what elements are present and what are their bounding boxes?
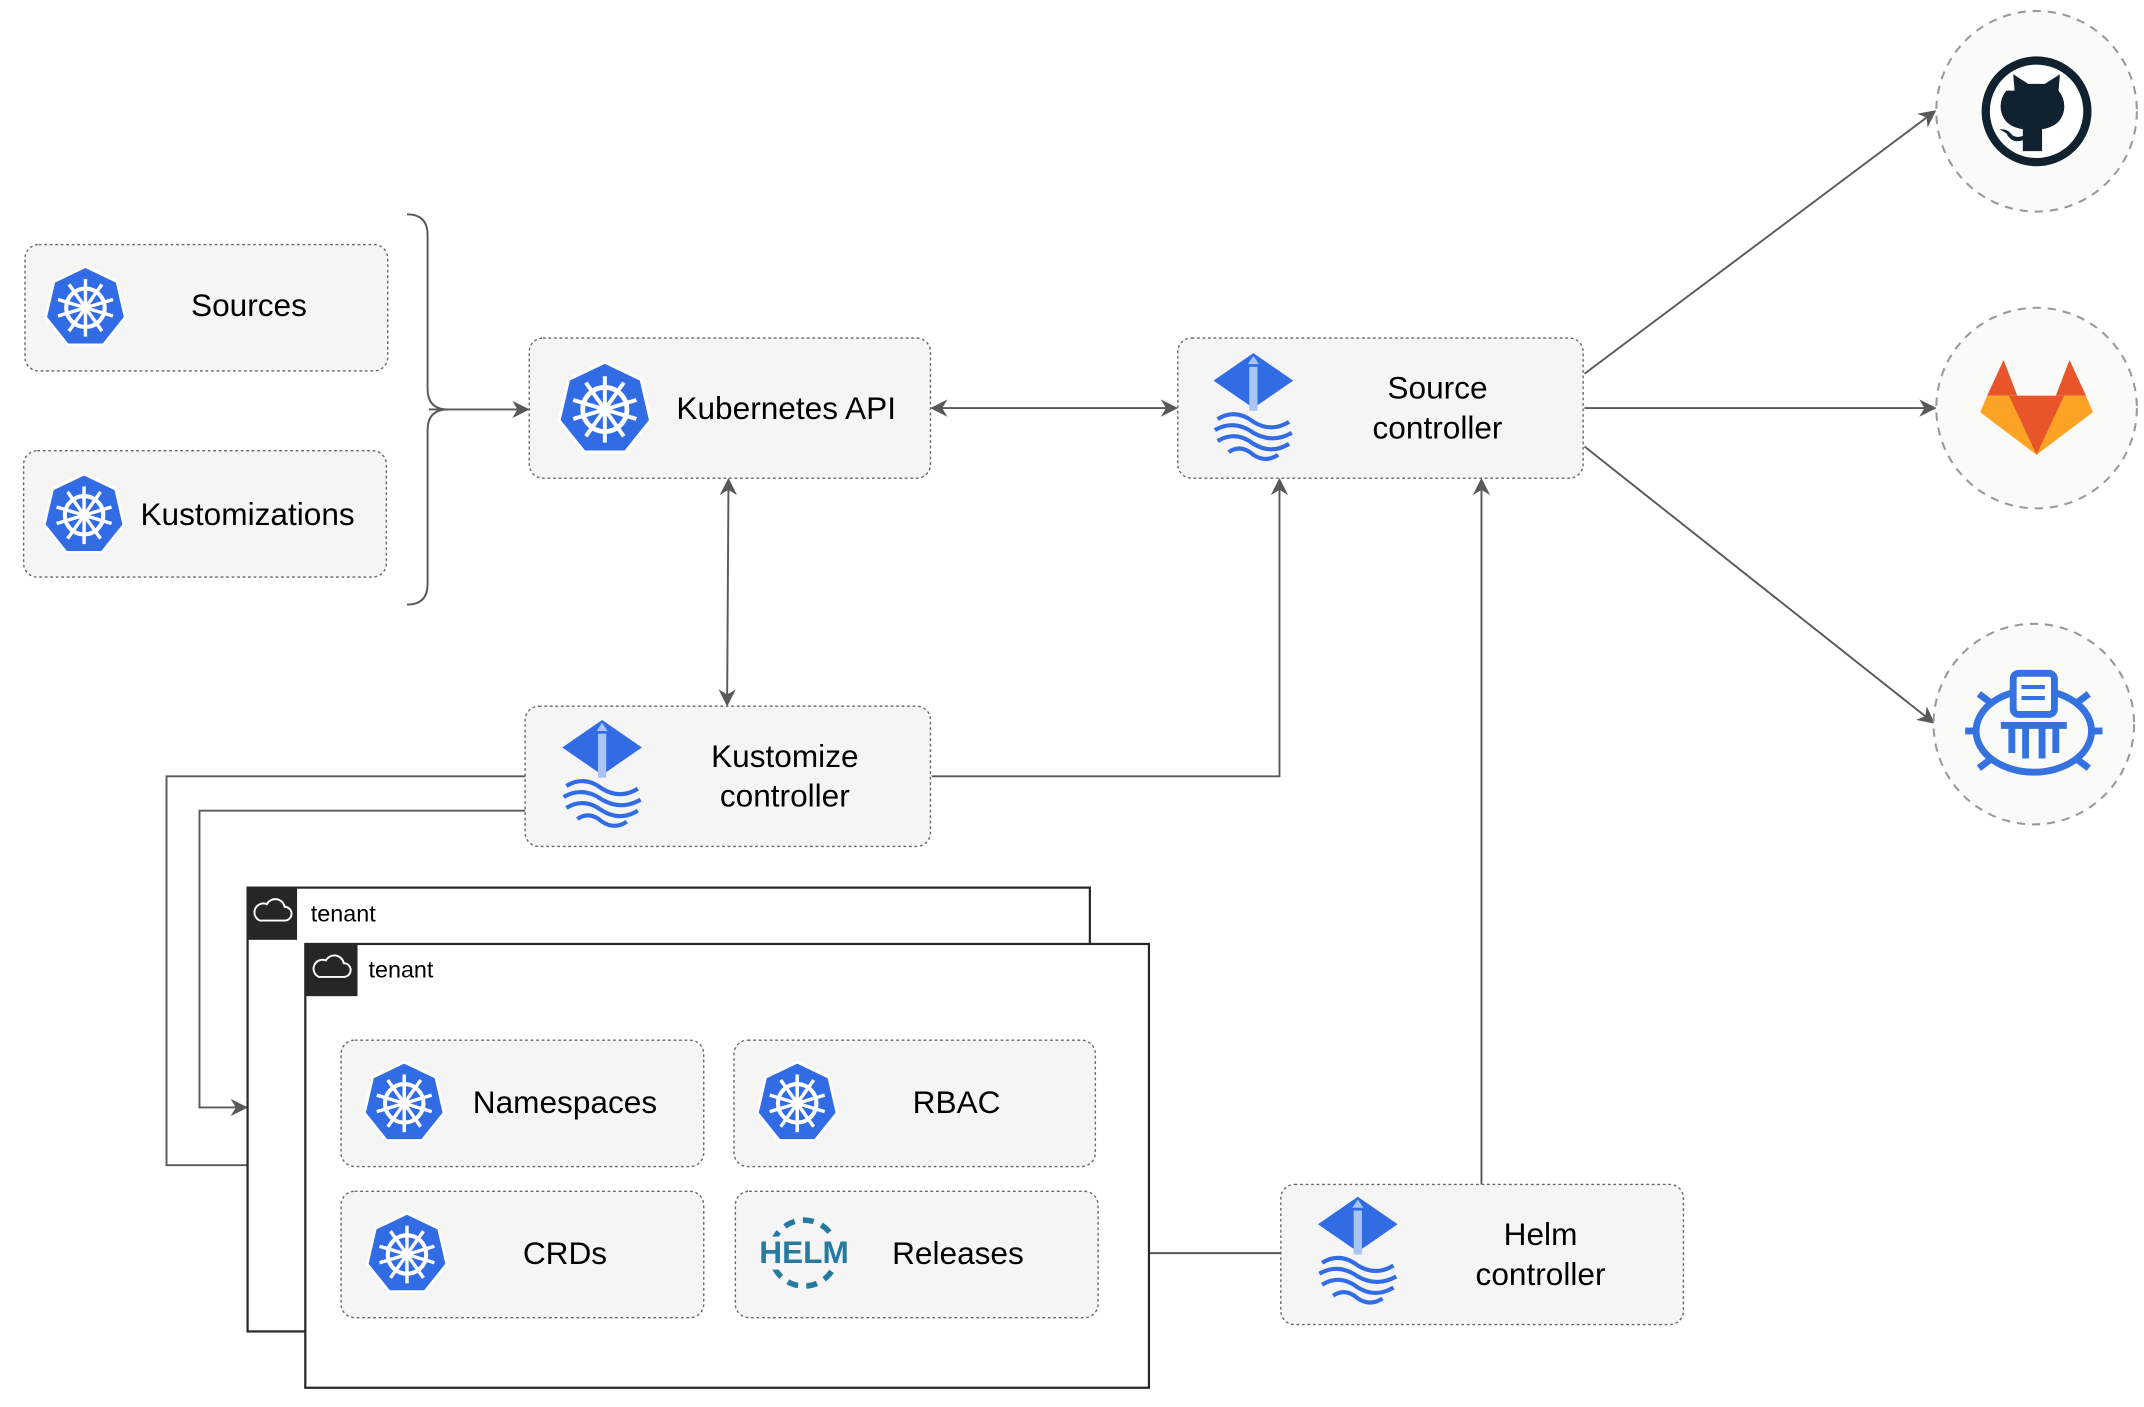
sources-node[interactable]: Sources xyxy=(24,243,389,372)
bucket-icon xyxy=(1965,669,2103,776)
releases-label: Releases xyxy=(892,1235,1024,1271)
edge-kustomize-to-tenant-front xyxy=(165,775,526,1174)
github-node[interactable] xyxy=(1935,9,2138,213)
kustomize-controller-label: Kustomize xyxy=(711,738,858,774)
kustomizations-node[interactable]: Kustomizations xyxy=(22,449,388,578)
gitlab-node[interactable] xyxy=(1935,306,2138,510)
edge-kustomize-to-source xyxy=(931,477,1289,778)
sources-label: Sources xyxy=(191,287,307,323)
tenant-label: tenant xyxy=(369,957,434,983)
rbac-label: RBAC xyxy=(913,1084,1001,1120)
helm-controller-label: controller xyxy=(1476,1256,1606,1292)
kubernetes-api-node[interactable]: Kubernetes API xyxy=(528,337,932,479)
releases-node[interactable]: HELM Releases xyxy=(734,1190,1099,1319)
kubernetes-api-label: Kubernetes API xyxy=(676,390,896,426)
kustomize-controller-node[interactable]: Kustomize controller xyxy=(524,705,932,848)
helm-icon: HELM xyxy=(758,1217,851,1289)
kustomize-controller-label: controller xyxy=(720,778,850,814)
edge-source-to-bucket xyxy=(1583,445,1935,724)
namespaces-label: Namespaces xyxy=(473,1084,657,1120)
source-controller-node[interactable]: Source controller xyxy=(1177,337,1584,479)
crds-node[interactable]: CRDs xyxy=(340,1190,705,1319)
github-icon xyxy=(1981,56,2092,167)
helm-controller-label: Helm xyxy=(1504,1216,1578,1252)
source-controller-label: controller xyxy=(1373,409,1503,445)
source-controller-label: Source xyxy=(1387,370,1487,406)
rbac-node[interactable]: RBAC xyxy=(733,1039,1097,1168)
helm-controller-node[interactable]: Helm controller xyxy=(1280,1183,1685,1326)
edge-api-kustomize-controller xyxy=(718,477,738,707)
tenant-front[interactable]: tenant Namespaces RBAC CRDs HELM Release… xyxy=(304,942,1151,1389)
edge-kustomize-to-tenant-back xyxy=(198,809,526,1117)
crds-label: CRDs xyxy=(523,1235,607,1271)
gitlab-icon xyxy=(1980,359,2093,455)
edge-source-to-github xyxy=(1583,110,1937,375)
tenant-label: tenant xyxy=(311,900,376,926)
helm-logo-text: HELM xyxy=(759,1234,849,1270)
namespaces-node[interactable]: Namespaces xyxy=(340,1039,705,1168)
kustomizations-label: Kustomizations xyxy=(140,496,354,532)
bucket-node[interactable] xyxy=(1932,622,2136,826)
